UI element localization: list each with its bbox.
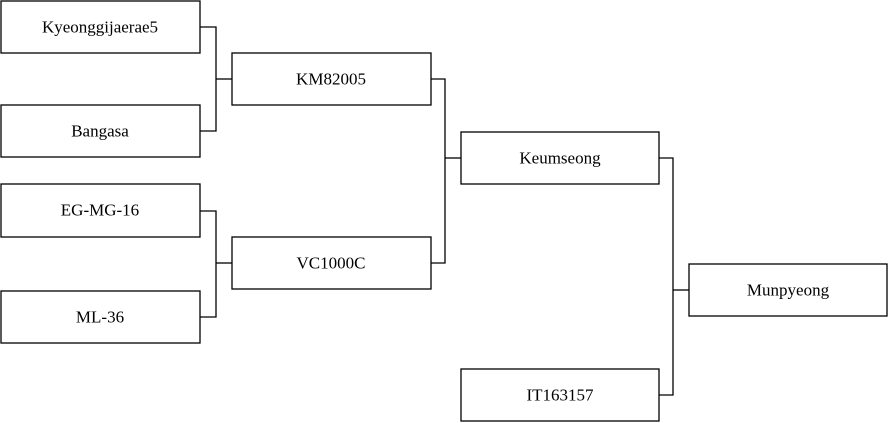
node-box [0,104,201,158]
connector-eg-mg-16-ml-36-to-vc1000c [200,210,217,318]
node-label: Bangasa [71,122,129,141]
connector-km82005-vc1000c-to-keumseong [431,78,446,264]
connector-keumseong-it163157-to-munpyeong [659,157,674,396]
node-keumseong: Keumseong [460,131,660,185]
node-ml-36: ML-36 [0,290,201,344]
connector-kyeonggijaerae5-bangasa-to-km82005 [200,26,217,132]
node-label: Kyeonggijaerae5 [42,18,158,37]
node-km82005: KM82005 [231,52,432,106]
node-label: EG-MG-16 [61,201,139,220]
node-box [688,263,888,317]
node-vc1000c: VC1000C [231,236,432,290]
node-box [0,0,201,54]
node-label: KM82005 [296,70,366,89]
node-label: VC1000C [297,254,366,273]
node-box [460,131,660,185]
node-label: Munpyeong [747,281,830,300]
node-eg-mg-16: EG-MG-16 [0,183,201,238]
node-kyeonggijaerae5: Kyeonggijaerae5 [0,0,201,54]
node-box [460,368,660,422]
node-box [0,183,201,238]
connectors [200,26,689,396]
node-label: ML-36 [76,308,124,327]
node-bangasa: Bangasa [0,104,201,158]
node-label: IT163157 [526,386,594,405]
node-label: Keumseong [519,149,601,168]
node-munpyeong: Munpyeong [688,263,888,317]
node-box [231,236,432,290]
node-it163157: IT163157 [460,368,660,422]
node-box [0,290,201,344]
node-box [231,52,432,106]
